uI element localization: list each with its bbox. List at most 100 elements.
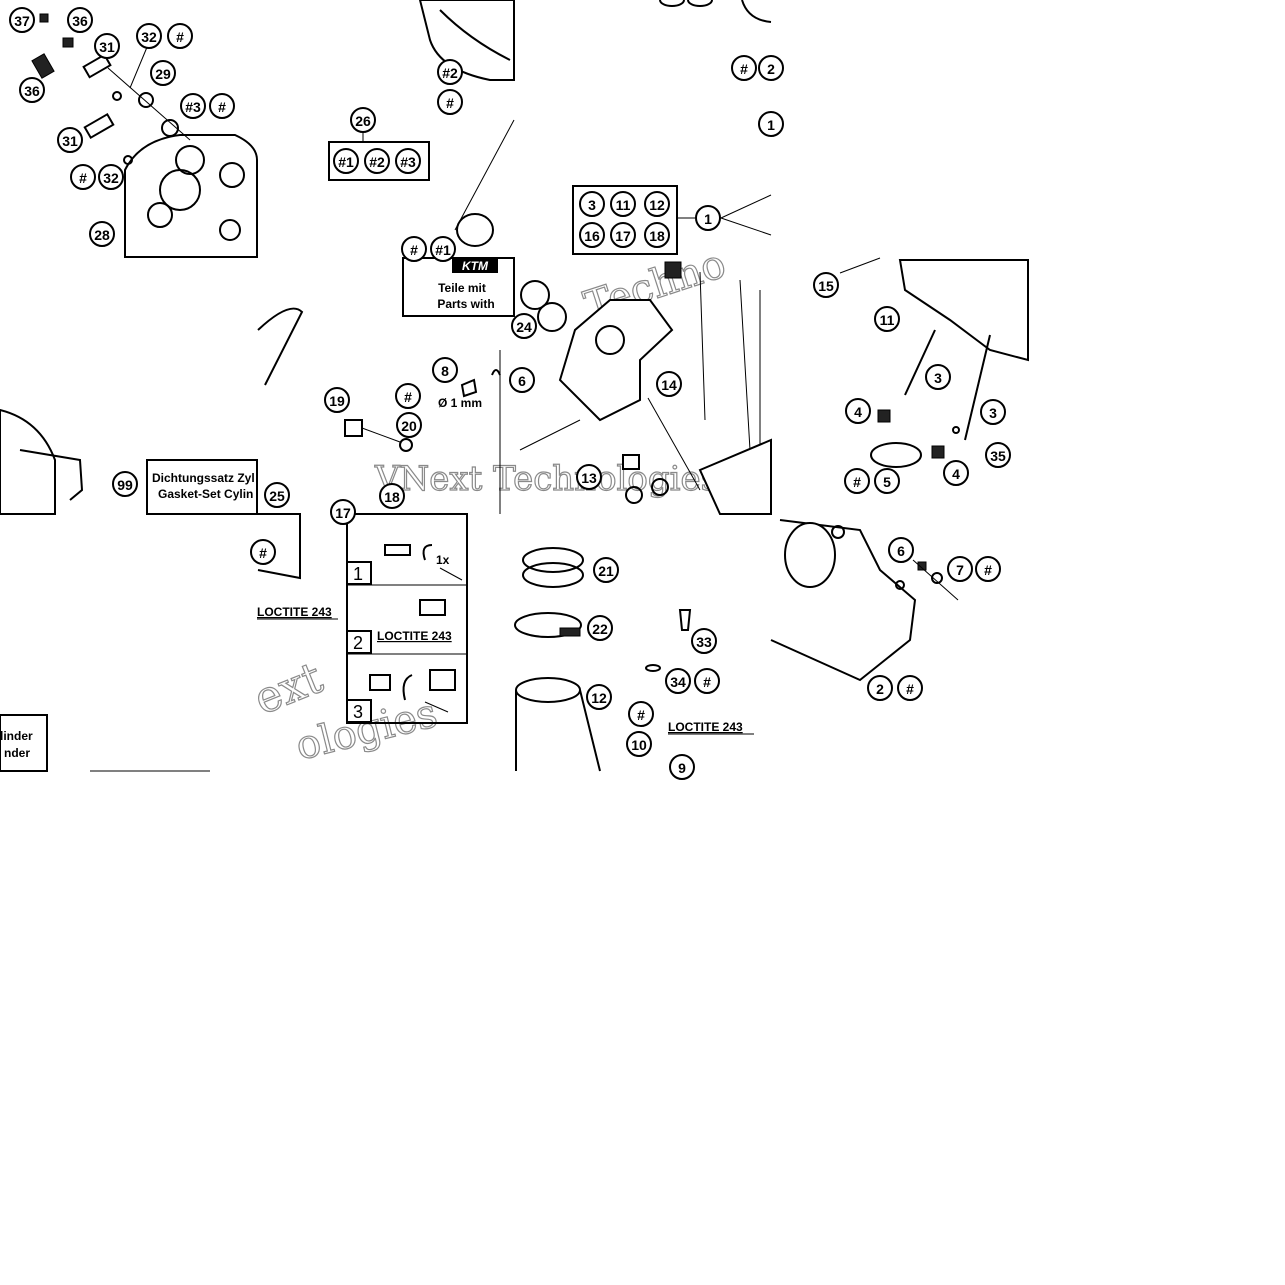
loctite-label-1: LOCTITE 243 xyxy=(257,605,332,619)
callout-number: # xyxy=(637,707,645,723)
callout-circle xyxy=(437,59,463,85)
callout-c25: 25 xyxy=(264,482,290,508)
step-1-number: 1 xyxy=(353,564,363,584)
gasket-set-label: Gasket-Set Cylin xyxy=(158,487,253,501)
callout-c2a: #2 xyxy=(437,59,463,85)
loctite-label-2: LOCTITE 243 xyxy=(377,629,452,643)
callout-number: # xyxy=(79,170,87,186)
callout-number: 18 xyxy=(384,489,400,505)
callout-circle xyxy=(758,55,784,81)
callout-c6a: 6 xyxy=(509,367,535,393)
callout-number: 3 xyxy=(934,370,942,386)
callout-circle xyxy=(70,164,96,190)
callout-c1c: #1 xyxy=(430,236,456,262)
callout-c32a: 32 xyxy=(136,23,162,49)
callout-number: 29 xyxy=(155,66,171,82)
callout-c21: 21 xyxy=(593,557,619,583)
oring-5-part xyxy=(870,442,922,468)
callout-c29: 29 xyxy=(150,60,176,86)
callout-c12k: 12 xyxy=(644,191,670,217)
callout-circle xyxy=(844,468,870,494)
callout-circle xyxy=(9,7,35,33)
banjo-bolt-31b-part xyxy=(83,112,115,140)
callout-c26: 26 xyxy=(350,107,376,133)
callout-c99: 99 xyxy=(112,471,138,497)
top-part-2 xyxy=(687,0,713,7)
callout-circle xyxy=(511,313,537,339)
step-2-bolt xyxy=(419,599,446,616)
step-3-rotate-arrow xyxy=(402,674,413,701)
callout-circle xyxy=(947,556,973,582)
tile-kit-box xyxy=(572,0,772,255)
clamp-22-part xyxy=(514,612,582,638)
callout-number: 21 xyxy=(598,563,614,579)
tile-bolts: Ø 1 mm xyxy=(257,307,501,514)
tile-cylinder-gasket xyxy=(770,519,959,682)
washer-7-part xyxy=(931,572,943,584)
callout-circle xyxy=(57,127,83,153)
cover-bore-3 xyxy=(159,169,201,211)
callout-circle xyxy=(167,23,193,49)
callout-c19: 19 xyxy=(324,387,350,413)
callout-circle xyxy=(628,701,654,727)
install-steps-box xyxy=(346,513,468,724)
throttle-body-sides xyxy=(515,689,601,772)
step-1-rotate-arrow xyxy=(422,544,433,561)
gasket-box-fragment xyxy=(0,714,48,772)
callout-c28: 28 xyxy=(89,221,115,247)
callout-cha12: # xyxy=(975,556,1001,582)
callout-circle xyxy=(264,482,290,508)
callout-number: # xyxy=(906,681,914,697)
callout-c22: 22 xyxy=(587,615,613,641)
ktm-parts-box xyxy=(402,257,515,317)
top-part-3 xyxy=(741,0,772,23)
callout-circle xyxy=(579,191,605,217)
step-1-bolt xyxy=(384,544,411,556)
callout-c18: 18 xyxy=(379,483,405,509)
callout-c3s: 3 xyxy=(980,399,1006,425)
callout-c1b: #1 xyxy=(333,148,359,174)
callout-number: 33 xyxy=(696,634,712,650)
ktm-logo: KTM xyxy=(462,259,489,273)
callout-number: 6 xyxy=(897,543,905,559)
callout-c35: 35 xyxy=(985,442,1011,468)
callout-number: 14 xyxy=(661,377,677,393)
callout-circle xyxy=(943,460,969,486)
callout-circle xyxy=(364,148,390,174)
callout-number: 22 xyxy=(592,621,608,637)
callout-number: 17 xyxy=(615,228,631,244)
step-3-box xyxy=(346,699,372,723)
throttle-body-12 xyxy=(515,677,581,703)
callout-number: #2 xyxy=(442,65,458,81)
intake-rubber-21 xyxy=(522,547,584,573)
ring-24a xyxy=(520,280,550,310)
cover-bore-4 xyxy=(147,202,173,228)
callout-number: 36 xyxy=(72,13,88,29)
callout-cha5: # xyxy=(401,236,427,262)
diameter-label: Ø 1 mm xyxy=(438,396,482,410)
intake-rubber-21b xyxy=(522,562,584,588)
callout-number: 12 xyxy=(591,690,607,706)
seal-ring-part xyxy=(456,213,494,247)
jet-8-part xyxy=(460,378,478,398)
loctite-label-3: LOCTITE 243 xyxy=(668,720,743,734)
callout-circle xyxy=(669,754,695,780)
clamp-22-screw xyxy=(559,627,581,637)
callout-c37a: 37 xyxy=(9,7,35,33)
callout-circle xyxy=(250,539,276,565)
callout-c36a: 36 xyxy=(67,7,93,33)
cap-top-part xyxy=(664,261,682,279)
tile-install-steps: linder nder LOCTITE 243 1 2 3 1x LOCTITE… xyxy=(0,513,468,772)
callout-circle xyxy=(112,471,138,497)
callout-cha3: # xyxy=(70,164,96,190)
callout-number: 16 xyxy=(584,228,600,244)
callout-number: #2 xyxy=(369,154,385,170)
callout-number: 10 xyxy=(631,737,647,753)
callout-circle xyxy=(395,148,421,174)
washer-13-b xyxy=(651,478,669,496)
callout-number: 20 xyxy=(401,418,417,434)
step-2-box xyxy=(346,630,372,654)
callout-circle xyxy=(330,499,356,525)
callout-c24: 24 xyxy=(511,313,537,339)
callout-c1r: 1 xyxy=(758,111,784,137)
